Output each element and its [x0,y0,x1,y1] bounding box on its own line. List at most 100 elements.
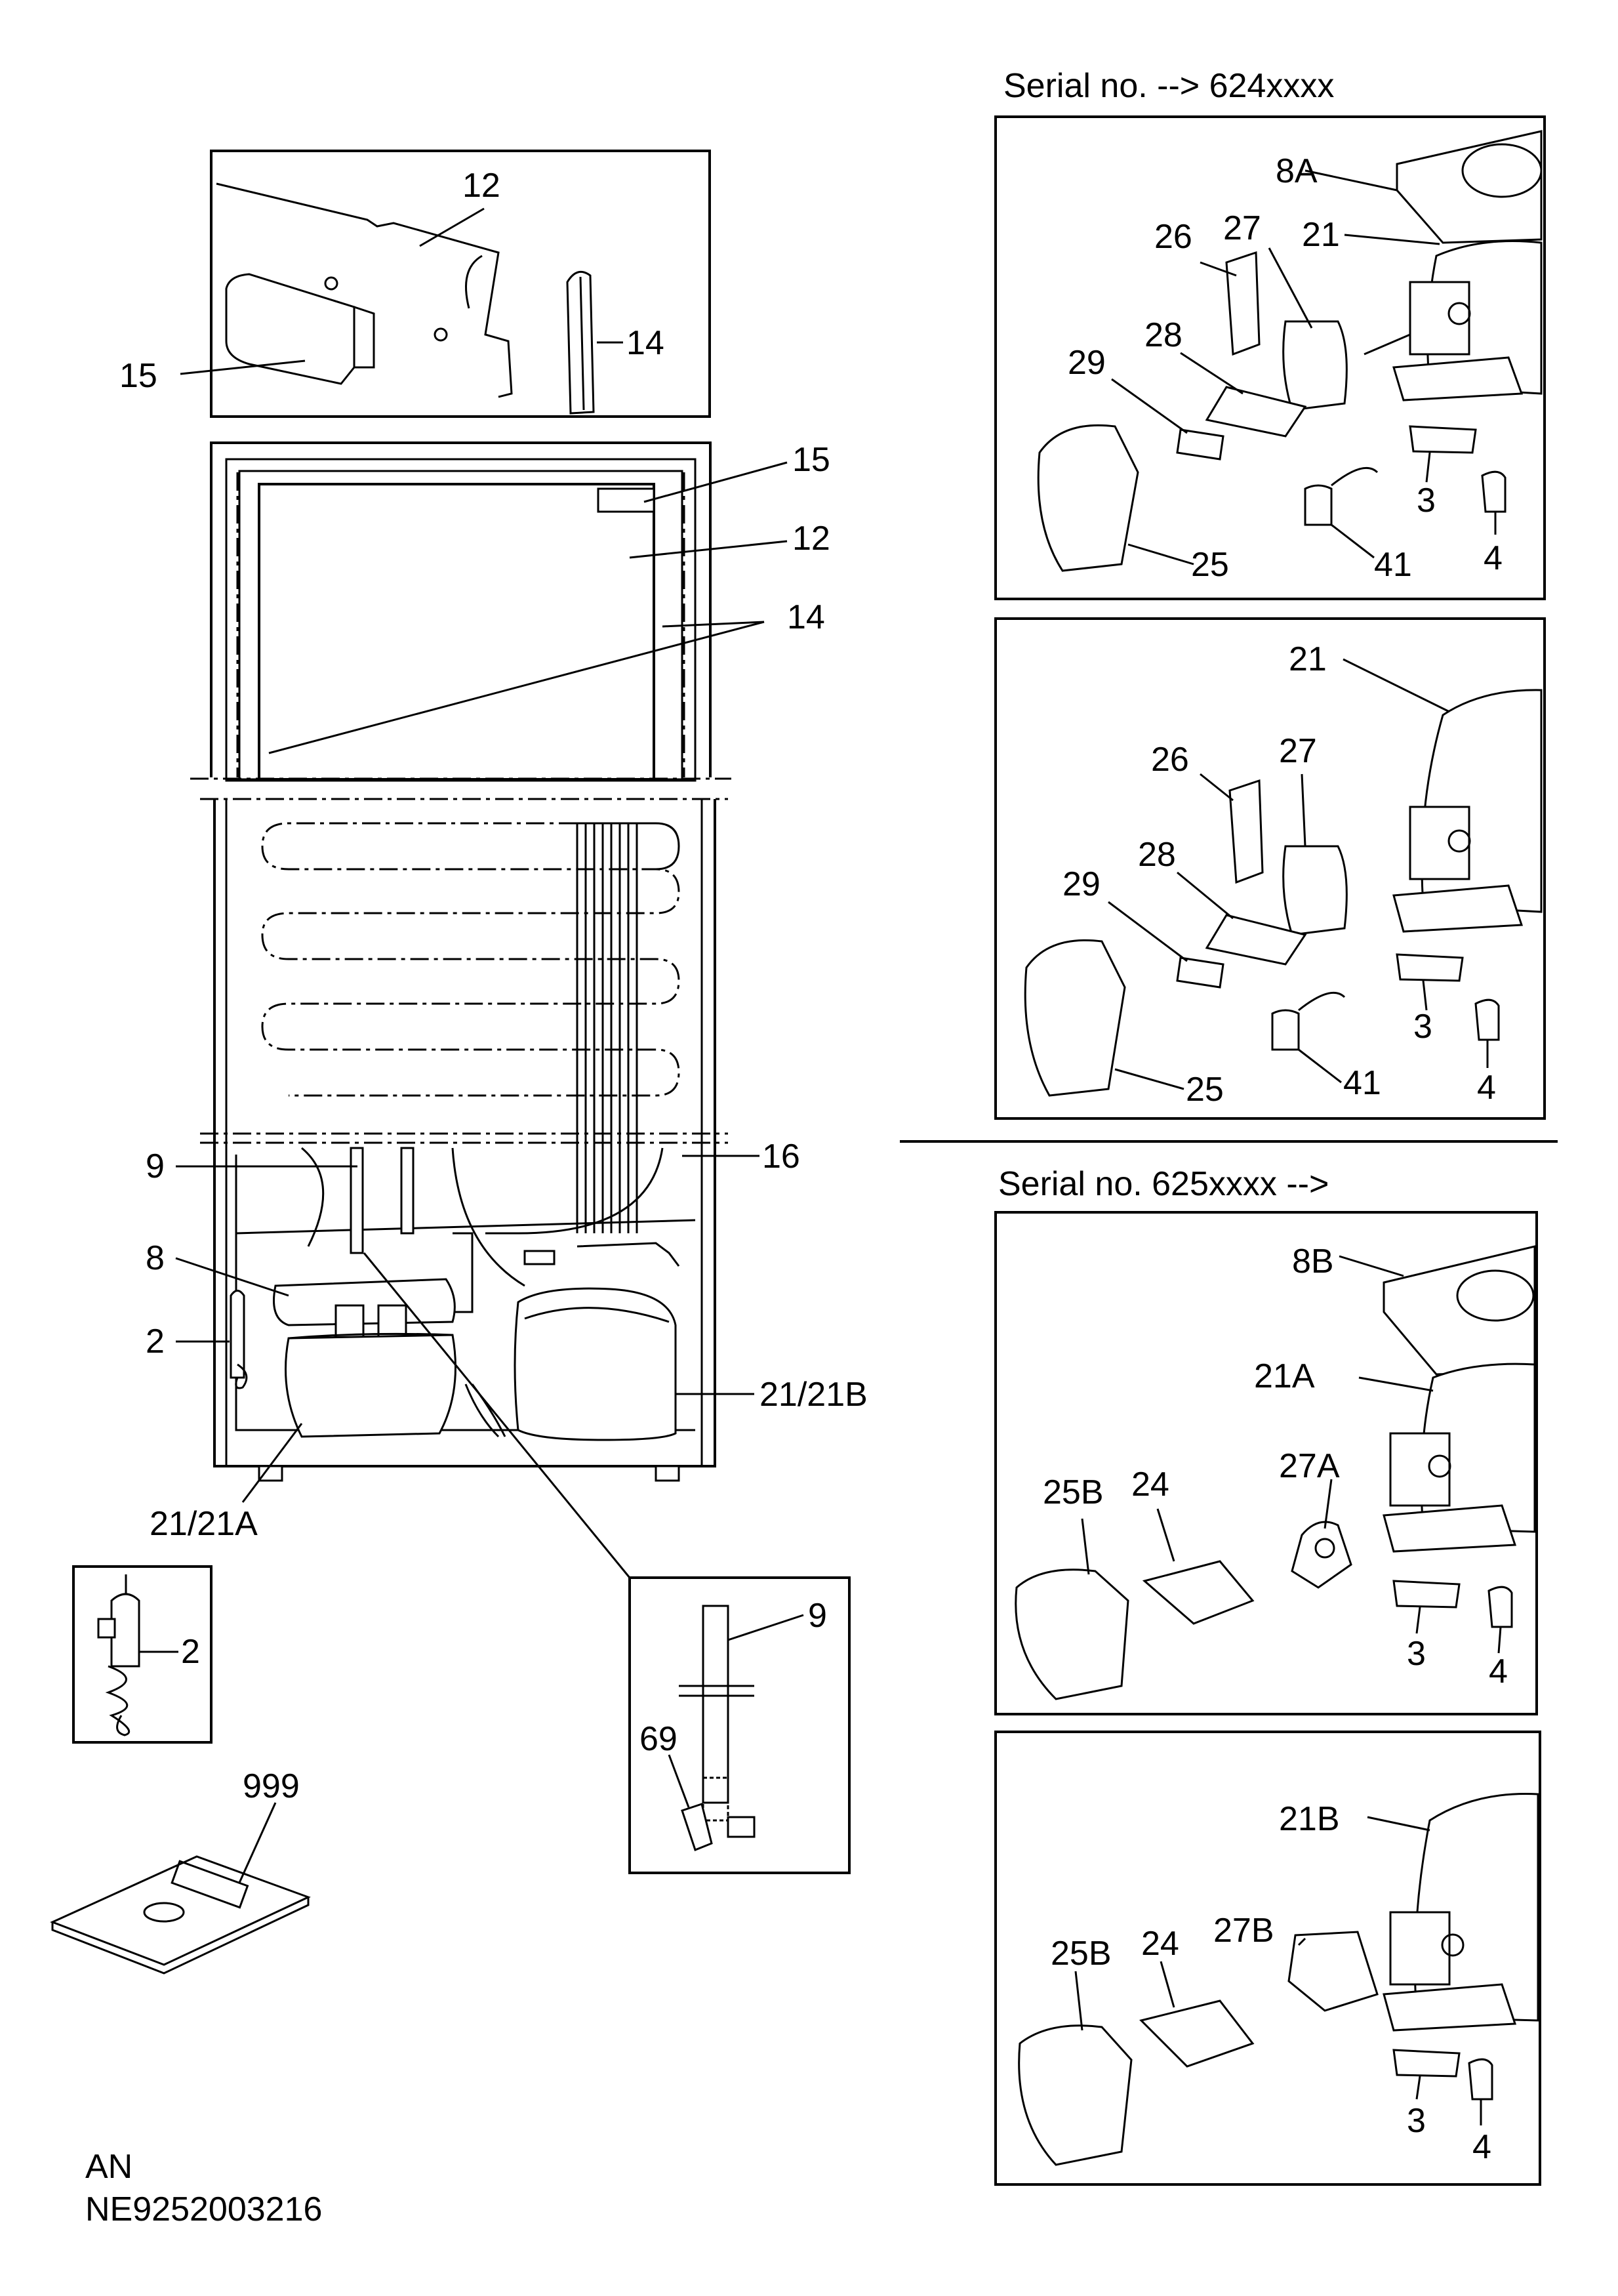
vertical-tubes [576,823,638,1233]
drain-tube-detail [702,1605,729,1804]
box3-frame [994,1211,1538,1715]
callout-29-box2: 29 [1062,865,1101,903]
callout-8: 8 [146,1239,165,1277]
footer-code-an: AN [85,2148,132,2186]
evaporator-coil [261,822,680,1097]
callout-21B-box4: 21B [1279,1800,1340,1838]
callout-28-box2: 28 [1138,836,1176,874]
callout-8A: 8A [1276,152,1318,190]
cover-25B-box4 [1018,2024,1133,2166]
callout-26-box2: 26 [1151,741,1189,779]
serial-header-upper: Serial no. --> 624xxxx [1003,67,1334,105]
callout-3-box2: 3 [1413,1008,1432,1046]
callout-25-box1: 25 [1191,546,1229,584]
relay-24-box4 [1139,1999,1255,2068]
callout-41-box2: 41 [1343,1064,1381,1102]
tray-8B [1383,1245,1536,1376]
bracket-29-box1 [1176,428,1224,461]
callout-4-box4: 4 [1472,2128,1491,2166]
callout-3-box3: 3 [1407,1635,1426,1673]
callout-21-box1: 21 [1302,216,1340,254]
door-frame [210,441,712,777]
spacer-3-box4 [1392,2049,1461,2078]
callout-9: 9 [146,1147,165,1185]
callout-3-box4: 3 [1407,2102,1426,2140]
thermostat-inset: 2 [72,1565,212,1744]
door-front-view: 15 12 14 [190,441,830,782]
drain-tube-9 [350,1147,364,1254]
grommet-4-box1 [1481,470,1507,513]
clip-28-box1 [1205,386,1307,438]
callout-21A-box3: 21A [1254,1357,1315,1395]
callout-29-box1: 29 [1068,344,1106,382]
overload-27B [1287,1931,1379,2012]
cover-25B-box3 [1015,1568,1129,1700]
drip-tray-8 [273,1278,456,1326]
callout-69: 69 [639,1720,678,1758]
callout-25-box2: 25 [1186,1071,1224,1109]
callout-8B: 8B [1292,1242,1334,1281]
callout-21-21B: 21/21B [759,1376,868,1414]
grommet-4-box2 [1474,998,1500,1041]
cover-25-box2 [1024,939,1126,1097]
drain-inset: 9 69 [628,1576,851,1874]
callout-26-box1: 26 [1154,218,1192,256]
spacer-3-box3 [1392,1580,1461,1609]
callout-21-box2: 21 [1289,640,1327,678]
compressor-box-4: 21B 25B 24 27B 3 4 [994,1731,1541,2186]
capacitor-41-box2 [1271,1009,1300,1051]
grommet-4-box3 [1487,1586,1513,1628]
box2-frame [994,617,1546,1120]
door-inner-panel-12 [258,483,655,781]
callout-27A: 27A [1279,1447,1340,1485]
door-shelf-15 [225,273,355,385]
overload-27-box1 [1282,320,1348,411]
door-shelf-15-front [597,487,655,513]
spacer-3-box1 [1409,425,1477,454]
callout-14-front: 14 [787,598,825,636]
callout-2-inset: 2 [181,1633,200,1671]
callout-15: 15 [119,357,157,395]
user-manual: 999 [50,1767,311,1975]
compressor-box-2: 21 26 27 28 29 3 25 41 4 [994,617,1546,1120]
callout-41-box1: 41 [1374,546,1412,584]
door-panel-outline [216,182,513,398]
callout-25B-box3: 25B [1043,1473,1104,1511]
callout-14: 14 [626,324,664,362]
callout-27-box2: 27 [1279,732,1317,770]
callout-28-box1: 28 [1144,316,1183,354]
clip-28-box2 [1205,914,1307,966]
callout-3-box1: 3 [1417,482,1436,520]
callout-24-box3: 24 [1131,1466,1169,1504]
overload-27A [1291,1521,1352,1589]
callout-12: 12 [462,167,500,205]
overload-27-box2 [1282,845,1348,936]
callout-4-box3: 4 [1489,1652,1508,1691]
bracket-29-box2 [1176,956,1224,989]
callout-21-21A: 21/21A [150,1505,258,1543]
callout-9-inset: 9 [808,1597,827,1635]
callout-25B-box4: 25B [1051,1935,1112,1973]
relay-26-box1 [1225,251,1261,356]
callout-27-box1: 27 [1223,209,1261,247]
grommet-4-box4 [1468,2058,1493,2101]
relay-24-box3 [1142,1560,1255,1625]
compressor-21B [514,1287,677,1441]
callout-2: 2 [146,1322,165,1361]
compressor-box-3: 8B 21A 27A 25B 24 3 4 [994,1211,1538,1715]
callout-12-front: 12 [792,520,830,558]
box1-frame [994,115,1546,600]
drain-inset-frame [628,1576,851,1874]
footer-document-number: NE9252003216 [85,2190,322,2228]
relay-26-box2 [1228,779,1264,884]
compressor-box-1: 8A 26 27 21 28 29 3 25 41 4 [994,115,1546,600]
callout-16: 16 [762,1138,800,1176]
thermostat-inset-frame [72,1565,212,1744]
cabinet-view: 9 16 8 2 21/21B 21/21A [146,798,868,1578]
compressor-21A [285,1334,456,1438]
spacer-3-box2 [1396,953,1464,982]
callout-27B: 27B [1213,1912,1274,1950]
manual-booklet [50,1855,311,1966]
callout-24-box4: 24 [1141,1925,1179,1963]
